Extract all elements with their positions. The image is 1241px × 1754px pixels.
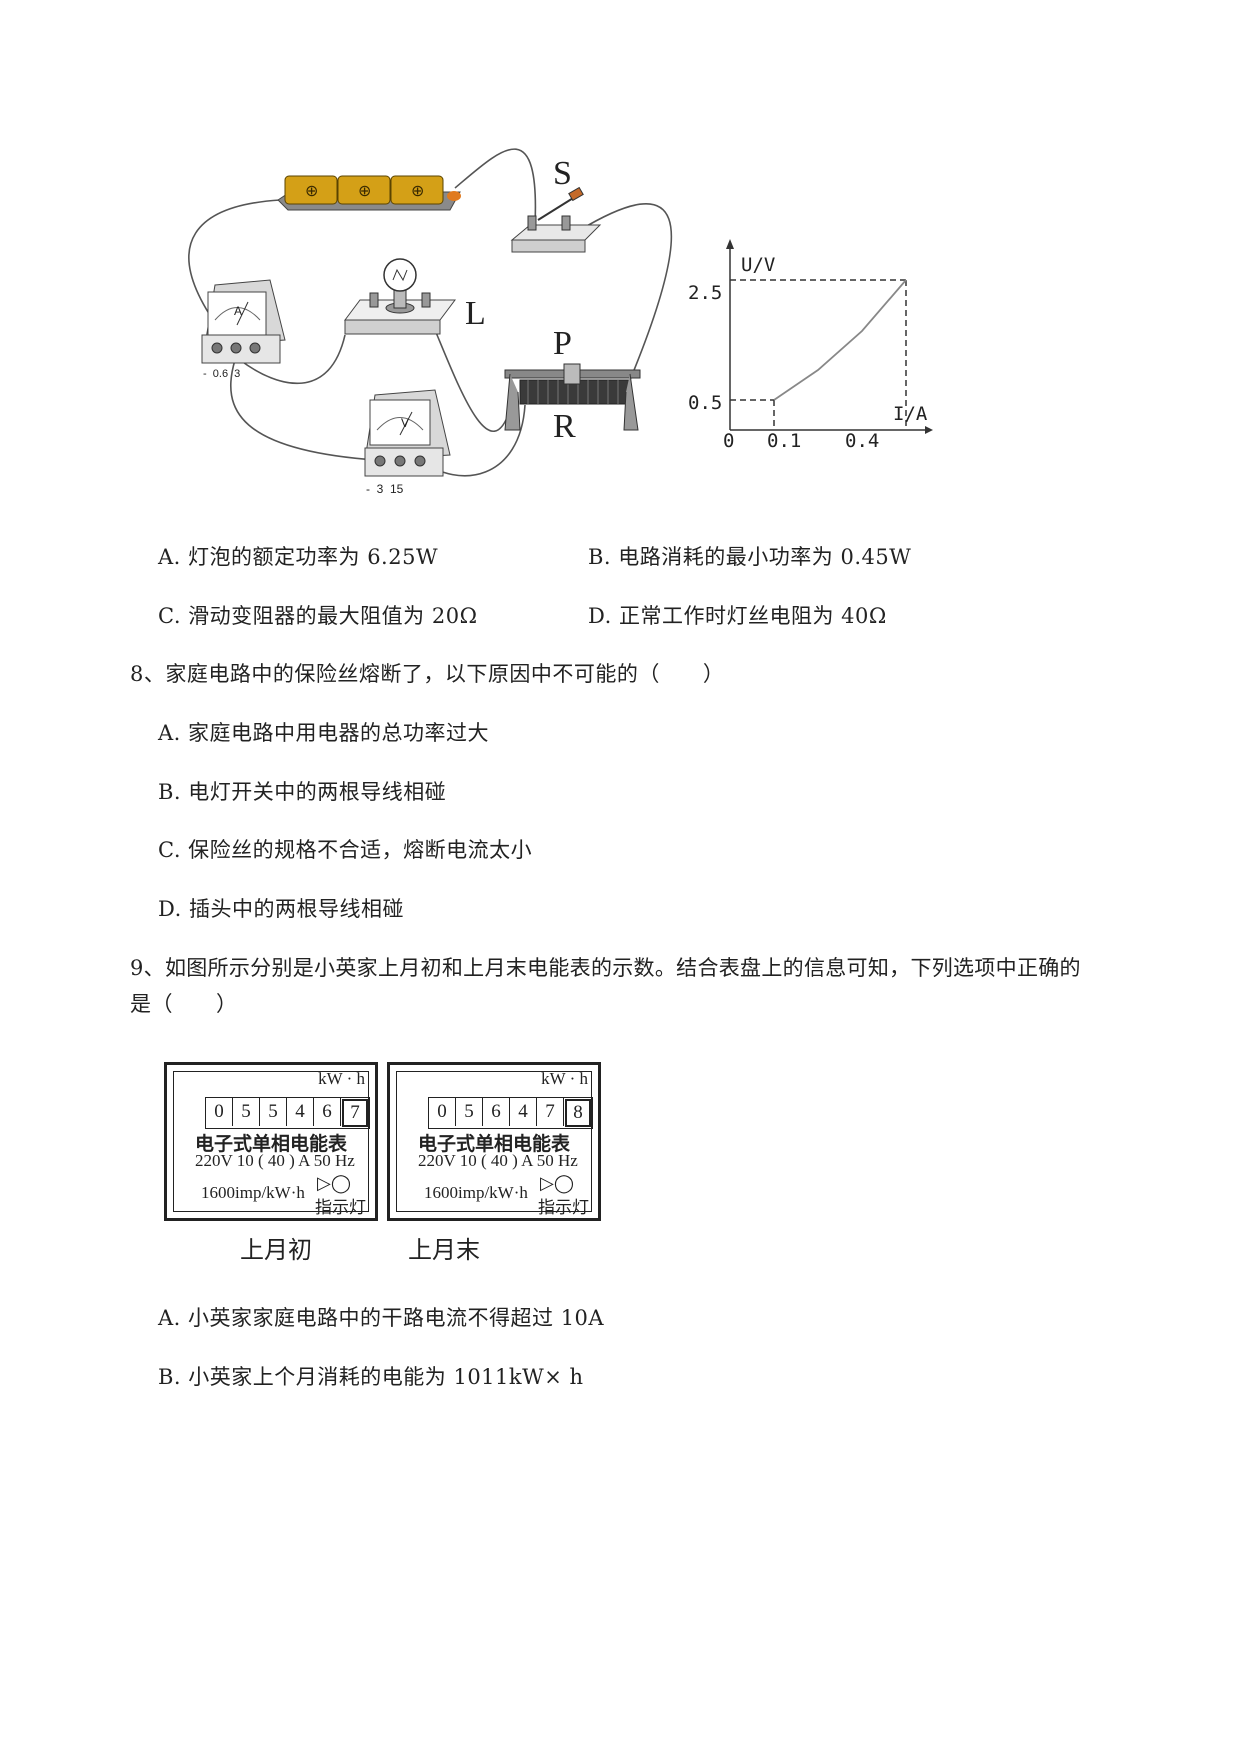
meter-digit: 5 bbox=[260, 1098, 287, 1126]
q7-option-c: C. 滑动变阻器的最大阻值为 20Ω bbox=[158, 604, 478, 628]
wire-battery-ammeter bbox=[188, 199, 281, 331]
meter-digit: 0 bbox=[206, 1098, 233, 1126]
x-axis-label: I/A bbox=[893, 403, 928, 425]
y-axis-label: U/V bbox=[741, 254, 776, 276]
u-i-graph bbox=[726, 239, 933, 434]
x-tick-label-high: 0.4 bbox=[845, 430, 880, 452]
ammeter-face-label: A bbox=[234, 304, 243, 318]
meter-digit: 4 bbox=[510, 1098, 537, 1126]
q9-stem-line1: 9、如图所示分别是小英家上月初和上月末电能表的示数。结合表盘上的信息可知，下列选… bbox=[130, 956, 1081, 980]
q8-option-c: C. 保险丝的规格不合适，熔断电流太小 bbox=[158, 838, 533, 862]
meter-digit: 6 bbox=[483, 1098, 510, 1126]
meter-digit: 5 bbox=[233, 1098, 260, 1126]
meter-digit: 5 bbox=[456, 1098, 483, 1126]
label-switch-S: S bbox=[553, 155, 572, 192]
wire-switch-rheostat bbox=[579, 203, 673, 381]
lamp-icon bbox=[344, 258, 456, 335]
q8-option-b: B. 电灯开关中的两根导线相碰 bbox=[158, 780, 447, 804]
svg-text:⊕: ⊕ bbox=[358, 181, 371, 200]
x-tick-label-origin: 0 bbox=[723, 430, 735, 452]
meter-unit: kW · h bbox=[318, 1069, 365, 1088]
meter-imp-constant: 1600imp/kW·h bbox=[424, 1183, 528, 1202]
q9-stem-line2: 是（ ） bbox=[130, 992, 238, 1016]
wire-battery-switch bbox=[454, 148, 537, 226]
q7-option-d: D. 正常工作时灯丝电阻为 40Ω bbox=[588, 604, 887, 628]
meter-digit: 7 bbox=[537, 1098, 564, 1126]
voltmeter-face-label: V bbox=[401, 416, 410, 430]
indicator-light-icon: ▷◯ bbox=[317, 1173, 351, 1194]
y-tick-label-high: 2.5 bbox=[688, 282, 723, 304]
label-slider-P: P bbox=[553, 325, 572, 362]
meter-name: 电子式单相电能表 bbox=[195, 1134, 348, 1155]
meter-digit: 0 bbox=[429, 1098, 456, 1126]
voltmeter-icon bbox=[364, 389, 451, 477]
label-lamp-L: L bbox=[465, 295, 486, 332]
indicator-label: 指示灯 bbox=[538, 1198, 589, 1218]
q9-option-b: B. 小英家上个月消耗的电能为 1011kW× h bbox=[158, 1365, 584, 1389]
wire-ammeter-lamp bbox=[239, 334, 346, 385]
meter-digit-decimal: 8 bbox=[565, 1099, 591, 1127]
meter-caption-start: 上月初 bbox=[240, 1236, 312, 1264]
ammeter-terminal-labels: - 0.6 3 bbox=[203, 368, 241, 380]
wire-lamp-rheostat bbox=[434, 329, 511, 432]
switch-icon bbox=[510, 186, 602, 253]
svg-text:⊕: ⊕ bbox=[305, 181, 318, 200]
u-i-curve bbox=[773, 279, 907, 401]
q8-option-a: A. 家庭电路中用电器的总功率过大 bbox=[158, 721, 490, 745]
meter-unit: kW · h bbox=[541, 1069, 588, 1088]
battery-icon: ⊕ ⊕ ⊕ bbox=[277, 175, 461, 211]
q8-option-d: D. 插头中的两根导线相碰 bbox=[158, 897, 404, 921]
label-rheostat-R: R bbox=[553, 408, 576, 445]
indicator-label: 指示灯 bbox=[315, 1198, 366, 1218]
q7-option-b: B. 电路消耗的最小功率为 0.45W bbox=[588, 545, 912, 569]
meter-caption-end: 上月末 bbox=[408, 1236, 480, 1264]
q7-option-a: A. 灯泡的额定功率为 6.25W bbox=[158, 545, 439, 569]
meter-digit-decimal: 7 bbox=[342, 1099, 368, 1127]
circuit-diagram: ⊕ ⊕ ⊕ bbox=[188, 148, 673, 477]
q8-stem: 8、家庭电路中的保险丝熔断了，以下原因中不可能的（ ） bbox=[130, 662, 725, 686]
meter-rating: 220V 10 ( 40 ) A 50 Hz bbox=[418, 1151, 578, 1170]
energy-meter-end: kW · h 0 5 6 4 7 8 电子式单相电能表 220V 10 ( 40… bbox=[387, 1062, 601, 1221]
meter-reading: 0 5 6 4 7 8 bbox=[428, 1097, 593, 1129]
meter-digit: 4 bbox=[287, 1098, 314, 1126]
meter-reading: 0 5 5 4 6 7 bbox=[205, 1097, 370, 1129]
y-axis-arrow bbox=[726, 239, 734, 249]
meter-digit: 6 bbox=[314, 1098, 341, 1126]
rheostat-icon bbox=[504, 363, 641, 431]
y-tick-label-low: 0.5 bbox=[688, 392, 723, 414]
svg-text:⊕: ⊕ bbox=[411, 181, 424, 200]
x-tick-label-low: 0.1 bbox=[767, 430, 802, 452]
wire-ammeter-voltmeter bbox=[229, 359, 376, 461]
energy-meter-start: kW · h 0 5 5 4 6 7 电子式单相电能表 220V 10 ( 40… bbox=[164, 1062, 378, 1221]
x-axis-arrow bbox=[925, 426, 933, 434]
meter-rating: 220V 10 ( 40 ) A 50 Hz bbox=[195, 1151, 355, 1170]
voltmeter-terminal-labels: - 3 15 bbox=[366, 482, 404, 496]
indicator-light-icon: ▷◯ bbox=[540, 1173, 574, 1194]
meter-imp-constant: 1600imp/kW·h bbox=[201, 1183, 305, 1202]
ammeter-icon bbox=[201, 279, 286, 364]
meter-name: 电子式单相电能表 bbox=[418, 1134, 571, 1155]
q9-option-a: A. 小英家家庭电路中的干路电流不得超过 10A bbox=[158, 1306, 605, 1330]
